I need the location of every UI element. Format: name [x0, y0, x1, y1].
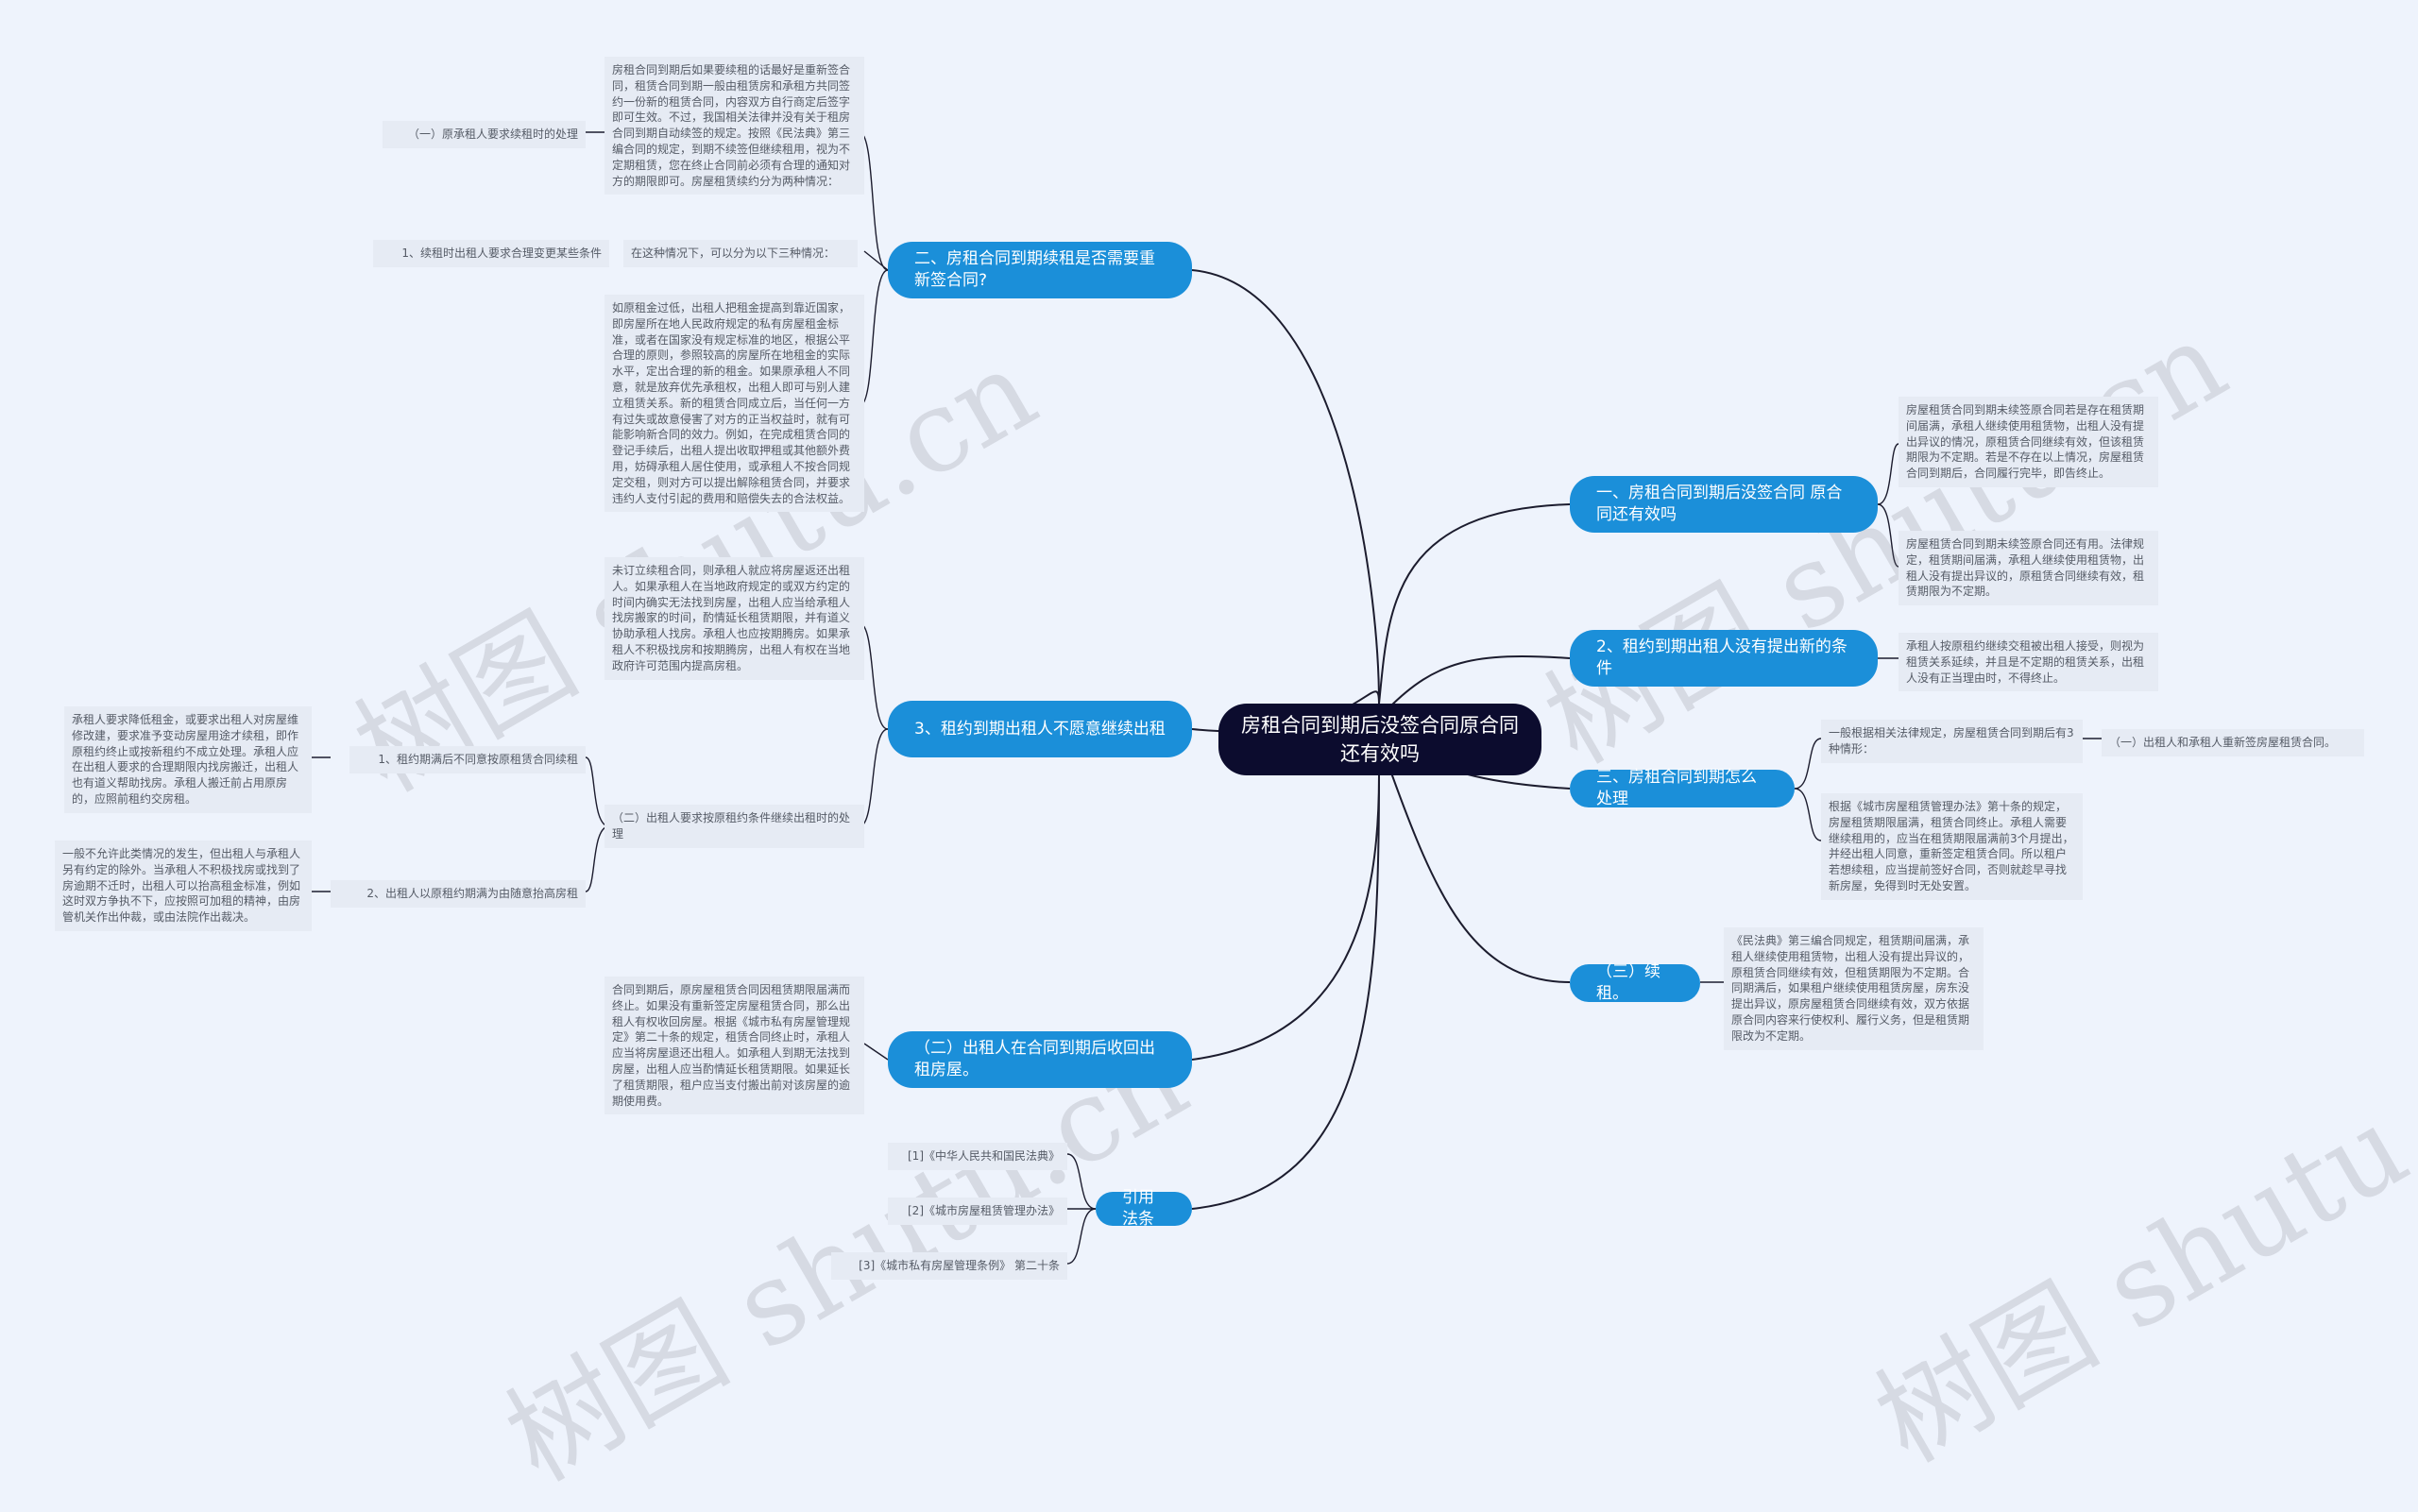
note-three-situations: 在这种情况下，可以分为以下三种情况： — [623, 240, 858, 267]
note-civil-code: 《民法典》第三编合同规定，租赁期间届满，承租人继续使用租赁物，出租人没有提出异议… — [1724, 927, 1984, 1050]
label-disagree-renewal: 1、租约期满后不同意按原租赁合同续租 — [349, 746, 586, 773]
branch-contract-validity[interactable]: 一、房租合同到期后没签合同 原合同还有效吗 — [1570, 476, 1878, 533]
note-tenant-demands: 承租人要求降低租金，或要求出租人对房屋维修改建，要求准予变动房屋用途才续租，即作… — [64, 706, 312, 813]
citation-rental-measures[interactable]: [2]《城市房屋租赁管理办法》 — [888, 1198, 1067, 1225]
note-validity-a: 房屋租赁合同到期未续签原合同若是存在租赁期间届满，承租人继续使用租赁物，出租人没… — [1899, 397, 2158, 487]
label-raise-rent: 2、出租人以原租约期满为由随意抬高房租 — [331, 880, 586, 908]
note-rent-increase: 如原租金过低，出租人把租金提高到靠近国家，即房屋所在地人民政府规定的私有房屋租金… — [604, 295, 864, 513]
branch-how-to-handle[interactable]: 三、房租合同到期怎么处理 — [1570, 768, 1795, 808]
branch-landlord-unwilling[interactable]: 3、租约到期出租人不愿意继续出租 — [888, 701, 1192, 757]
note-renewal-intro: 房租合同到期后如果要续租的话最好是重新签合同，租赁合同到期一般由租赁房和承租方共… — [604, 57, 864, 195]
note-new-lease: （一）出租人和承租人重新签房屋租赁合同。 — [2102, 729, 2364, 756]
note-no-renewal: 未订立续租合同，则承租人就应将房屋返还出租人。如果承租人在当地政府规定的或双方约… — [604, 557, 864, 680]
branch-need-new-contract[interactable]: 二、房租合同到期续租是否需要重新签合同? — [888, 242, 1192, 298]
citation-civil-code[interactable]: [1]《中华人民共和国民法典》 — [888, 1143, 1067, 1170]
note-three-cases: 一般根据相关法律规定，房屋租赁合同到期后有3种情形： — [1821, 720, 2083, 763]
note-validity-b: 房屋租赁合同到期未续签原合同还有用。法律规定，租赁期间届满，承租人继续使用租赁物… — [1899, 531, 2158, 606]
central-topic[interactable]: 房租合同到期后没签合同原合同还有效吗 — [1218, 704, 1541, 775]
label-change-conditions: 1、续租时出租人要求合理变更某些条件 — [373, 240, 609, 267]
connector-lines — [312, 131, 2102, 1265]
note-reclaim-house: 合同到期后，原房屋租赁合同因租赁期限届满而终止。如果没有重新签定房屋租赁合同，那… — [604, 977, 864, 1115]
branch-cited-laws[interactable]: 引用法条 — [1096, 1188, 1192, 1229]
note-arbitration: 一般不允许此类情况的发生，但出租人与承租人另有约定的除外。当承租人不积极找房或找… — [55, 841, 312, 931]
note-no-new-conditions: 承租人按原租约继续交租被出租人接受，则视为租赁关系延续，并且是不定期的租赁关系，… — [1899, 633, 2158, 692]
branch-no-new-conditions[interactable]: 2、租约到期出租人没有提出新的条件 — [1570, 630, 1878, 687]
label-continue-renting: （二）出租人要求按原租约条件继续出租时的处理 — [604, 805, 864, 848]
branch-renewal[interactable]: （三）续租。 — [1570, 962, 1700, 1003]
label-original-tenant-renewal: （一）原承租人要求续租时的处理 — [383, 121, 586, 148]
branch-landlord-reclaim[interactable]: （二）出租人在合同到期后收回出租房屋。 — [888, 1031, 1192, 1088]
citation-private-housing[interactable]: [3]《城市私有房屋管理条例》 第二十条 — [831, 1252, 1067, 1280]
note-rental-measures: 根据《城市房屋租赁管理办法》第十条的规定，房屋租赁期限届满，租赁合同终止。承租人… — [1821, 793, 2083, 900]
